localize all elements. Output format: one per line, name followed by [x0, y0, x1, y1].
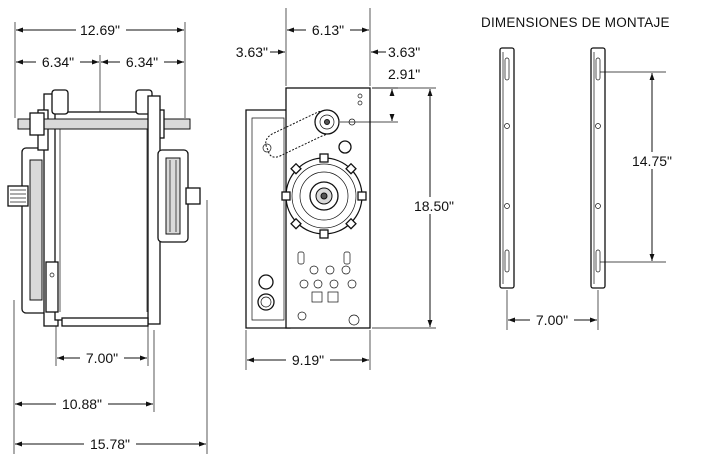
dim-side-bottom-3: 15.78" — [90, 436, 130, 452]
dim-side-bottom-1: 7.00" — [86, 350, 118, 366]
side-housing — [54, 111, 153, 321]
dim-front-right-offset: 3.63" — [388, 44, 420, 60]
left-rail — [499, 47, 515, 289]
dim-half-right: 6.34" — [126, 54, 158, 70]
dim-half-left: 6.34" — [42, 54, 74, 70]
dim-front-sprocket-height: 2.91" — [388, 66, 420, 82]
side-pulley — [7, 147, 51, 314]
dim-front-left-offset: 3.63" — [236, 44, 268, 60]
front-large-gear — [281, 153, 367, 239]
dim-front-height: 18.50" — [414, 198, 454, 214]
front-view-dimensions: 6.13" 3.63" 3.63" 2.91" 18.50" 9.19" — [236, 8, 460, 370]
front-view — [245, 87, 371, 329]
side-chain-drive — [157, 149, 201, 243]
dim-rail-hole-spacing: 14.75" — [632, 153, 672, 169]
dim-rail-spacing: 7.00" — [536, 312, 568, 328]
diagram-title: DIMENSIONES DE MONTAJE — [481, 15, 670, 30]
dim-front-width: 9.19" — [292, 352, 324, 368]
right-rail — [590, 47, 606, 289]
dim-overall-top: 12.69" — [80, 22, 120, 38]
side-view-dimensions: 12.69" 6.34" 6.34" 7.00" 10.88" 15.78" — [13, 21, 208, 454]
side-shaft — [17, 118, 191, 130]
mounting-rails — [499, 47, 606, 289]
rail-dimensions: 14.75" 7.00" — [506, 71, 680, 330]
front-terminal-area — [257, 251, 360, 326]
side-view — [7, 89, 201, 327]
dim-side-bottom-2: 10.88" — [62, 396, 102, 412]
dim-front-top-width: 6.13" — [312, 22, 344, 38]
